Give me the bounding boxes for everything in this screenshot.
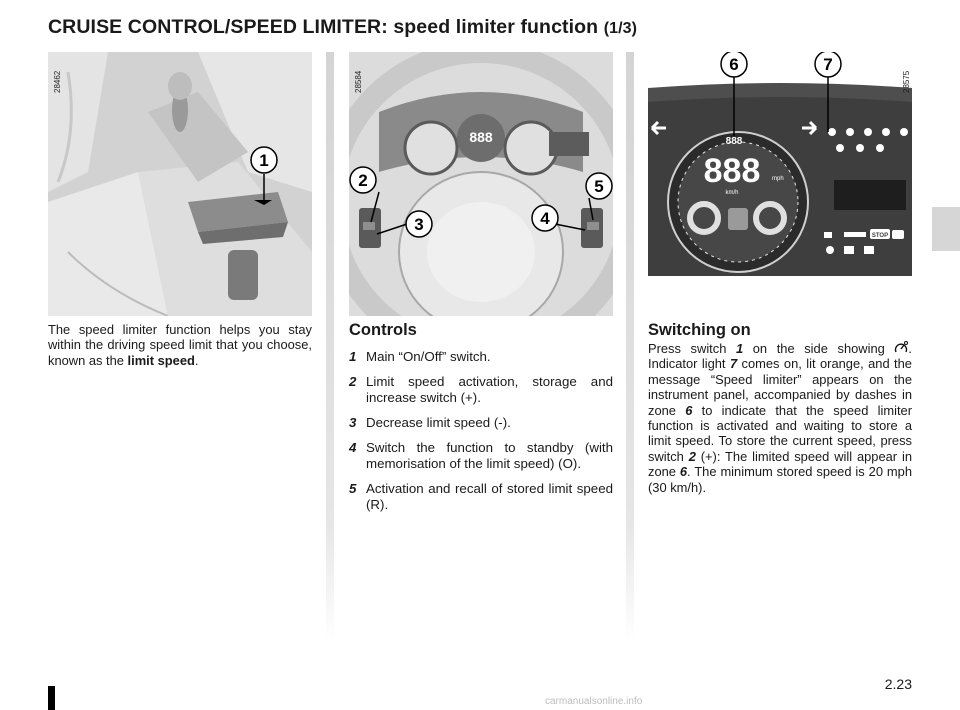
callout-3: 3: [414, 215, 423, 234]
left-turn-icon: [650, 120, 666, 136]
callout-5: 5: [594, 177, 603, 196]
figure-code: 28462: [53, 70, 62, 93]
controls-heading: Controls: [349, 321, 417, 339]
figure-code: 28575: [902, 70, 911, 93]
callout-4: 4: [540, 209, 550, 228]
cluster-display: 888: [469, 129, 493, 145]
stop-label: STOP: [872, 233, 888, 239]
switching-on-paragraph: Press switch 1 on the side showing . Ind…: [648, 341, 912, 495]
right-turn-icon: [802, 120, 818, 136]
trip-display: 888: [726, 136, 743, 147]
column-divider: [626, 52, 634, 642]
speed-unit: mph: [772, 176, 784, 182]
figure-instrument-cluster: 888 888 mph km/h STOP 6 7: [648, 52, 912, 276]
info-display: [834, 180, 906, 210]
page-number: 2.23: [884, 676, 912, 692]
section-tab: [932, 207, 960, 251]
column-divider: [326, 52, 334, 642]
watermark: carmanualsonline.info: [545, 696, 643, 707]
page-marker: [48, 686, 55, 710]
page-title: CRUISE CONTROL/SPEED LIMITER: speed limi…: [48, 16, 638, 38]
speed-display: 888: [704, 152, 761, 190]
callout-6: 6: [729, 55, 738, 74]
figure-steering-wheel: 888 2 3 4 5: [349, 52, 613, 316]
figure-gear-lever: 1: [48, 52, 312, 316]
intro-paragraph: The speed limiter function helps you sta…: [48, 322, 312, 368]
callout-1-marker: [250, 146, 278, 174]
callout-2: 2: [358, 171, 367, 190]
speed-limiter-icon: [895, 341, 909, 353]
callout-7: 7: [823, 55, 832, 74]
speed-sub-unit: km/h: [725, 190, 738, 196]
switching-on-heading: Switching on: [648, 321, 751, 339]
figure-code: 28584: [354, 70, 363, 93]
callout-1: 1: [259, 151, 268, 170]
